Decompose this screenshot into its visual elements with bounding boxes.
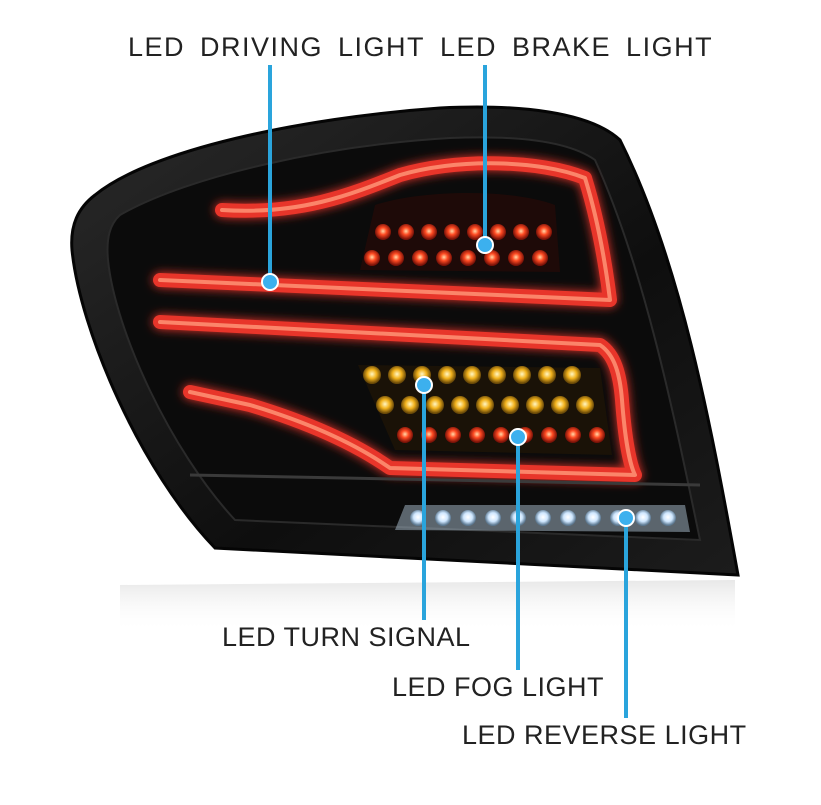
turn-led [563, 366, 581, 384]
turn-led [451, 396, 469, 414]
reverse-led [560, 510, 576, 526]
reverse-led [460, 510, 476, 526]
fog-led [469, 427, 485, 443]
brake-led [532, 250, 548, 266]
brake-led [364, 250, 380, 266]
turn-led [388, 366, 406, 384]
brake-led [508, 250, 524, 266]
brake-led [467, 224, 483, 240]
brake-led [444, 224, 460, 240]
callout-dot-fog [509, 428, 527, 446]
floor-reflection [120, 580, 735, 632]
brake-led [536, 224, 552, 240]
upper-driving-light-core [158, 161, 612, 302]
turn-led [426, 396, 444, 414]
reverse-led [635, 510, 651, 526]
label-turn-signal: LED TURN SIGNAL [222, 622, 471, 652]
reverse-led [485, 510, 501, 526]
turn-led [476, 396, 494, 414]
brake-led [484, 250, 500, 266]
label-fog-light: LED FOG LIGHT [392, 672, 605, 702]
brake-led [388, 250, 404, 266]
fog-led [493, 427, 509, 443]
reverse-led [660, 510, 676, 526]
reverse-led [585, 510, 601, 526]
turn-led [376, 396, 394, 414]
brake-led [375, 224, 391, 240]
reverse-led-array [410, 510, 676, 526]
brake-led [490, 224, 506, 240]
lower-driving-light-core [158, 320, 637, 477]
callout-dot-turn [415, 376, 433, 394]
fog-led [397, 427, 413, 443]
brake-led [513, 224, 529, 240]
reverse-led [435, 510, 451, 526]
fog-led-array [397, 427, 605, 443]
fog-led [589, 427, 605, 443]
brake-led [421, 224, 437, 240]
fog-led [565, 427, 581, 443]
turn-led [463, 366, 481, 384]
callout-dot-driving [261, 273, 279, 291]
brake-cluster-bg [360, 192, 560, 272]
turn-led [551, 396, 569, 414]
turn-led [538, 366, 556, 384]
brake-led [398, 224, 414, 240]
turn-led [526, 396, 544, 414]
reverse-led [535, 510, 551, 526]
brake-led-array [364, 224, 552, 266]
label-reverse-light: LED REVERSE LIGHT [462, 720, 747, 750]
label-driving-light: LED DRIVING LIGHT [128, 32, 426, 62]
callout-dot-brake [476, 236, 494, 254]
turn-led [363, 366, 381, 384]
turn-led [401, 396, 419, 414]
turn-led [488, 366, 506, 384]
fog-led [445, 427, 461, 443]
brake-led [412, 250, 428, 266]
turn-led [513, 366, 531, 384]
turn-led [501, 396, 519, 414]
callout-lines [261, 65, 635, 718]
fog-led [541, 427, 557, 443]
brake-led [436, 250, 452, 266]
turn-led [576, 396, 594, 414]
brake-led [460, 250, 476, 266]
turn-led [438, 366, 456, 384]
turn-signal-led-array [363, 366, 594, 414]
callout-dot-reverse [617, 509, 635, 527]
lower-trim [189, 473, 701, 487]
label-brake-light: LED BRAKE LIGHT [440, 32, 714, 62]
